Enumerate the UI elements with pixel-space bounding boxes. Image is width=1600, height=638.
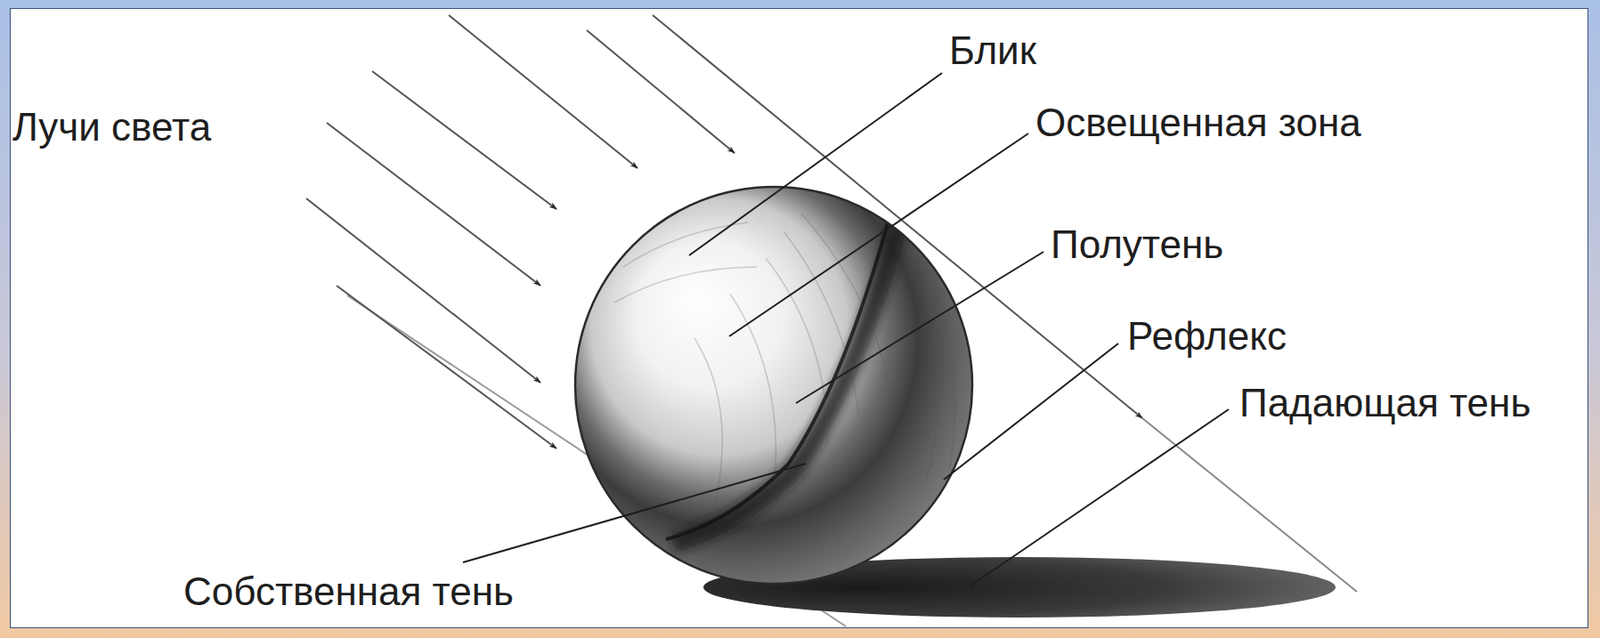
leader-line (462, 463, 806, 563)
sphere-body (575, 186, 973, 585)
light-ray (326, 122, 541, 286)
light-ray (336, 285, 557, 449)
light-ray (372, 71, 557, 210)
leader-lines (462, 73, 1229, 587)
part-label: Полутень (1050, 221, 1224, 269)
part-label: Собственная тень (183, 568, 514, 617)
part-label: Рефлекс (1127, 313, 1287, 361)
leader-line (969, 409, 1229, 587)
pencil-strokes (614, 213, 956, 517)
part-label: Лучи света (12, 104, 212, 152)
leader-line (689, 73, 943, 256)
light-ray (652, 15, 1143, 419)
leader-line (795, 251, 1044, 404)
part-label: Падающая тень (1239, 380, 1531, 428)
sphere-outline (575, 186, 973, 585)
core-shadow-edge (665, 213, 891, 540)
part-label: Освещенная зона (1035, 99, 1362, 147)
leader-line (729, 133, 1029, 337)
leader-line (943, 343, 1119, 480)
light-ray (306, 198, 541, 383)
part-label: Блик (949, 27, 1037, 75)
sphere-hatching (614, 213, 956, 544)
light-ray (448, 15, 638, 169)
light-ray (586, 30, 735, 154)
tangent-ray (1142, 418, 1357, 593)
